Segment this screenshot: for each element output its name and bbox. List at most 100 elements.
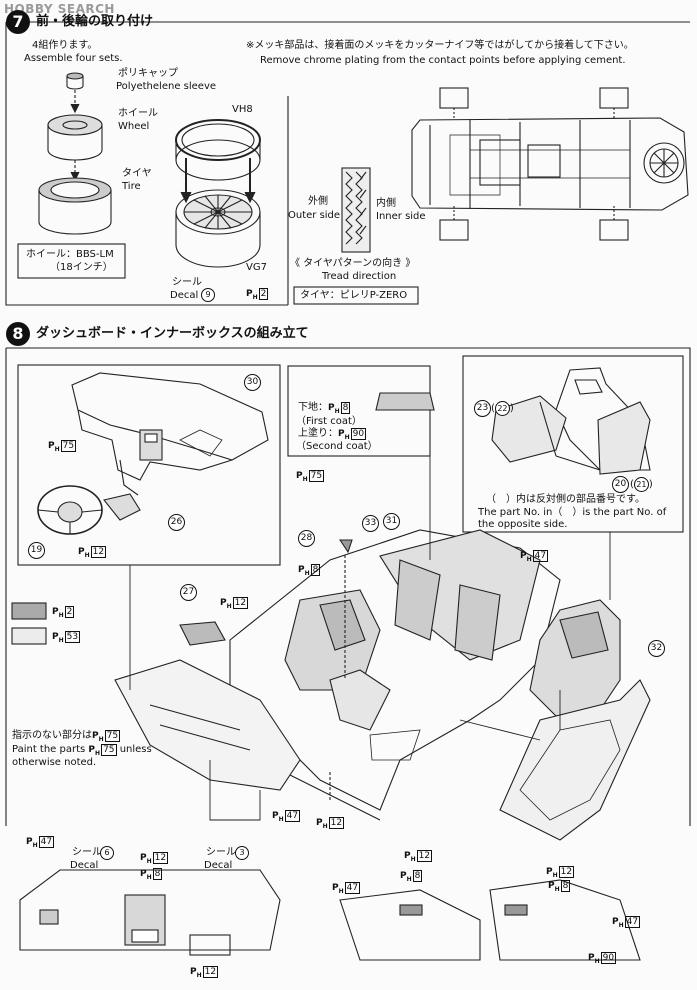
polycap-label-jp: ポリキャップ: [118, 68, 178, 79]
inner-side-en: Inner side: [376, 211, 426, 222]
vh8-rim-illustration: [175, 119, 261, 181]
inner-side-jp: 内側: [376, 198, 396, 209]
vh8-label: VH8: [232, 104, 253, 115]
four-sets-jp: 4組作ります。: [32, 40, 98, 51]
polycap-illustration: [66, 72, 84, 90]
outer-side-en: Outer side: [288, 210, 341, 221]
chrome-note-jp: ※メッキ部品は、接着面のメッキをカッターナイフ等ではがしてから接着して下さい。: [246, 40, 634, 51]
decal-6-callout: 6: [100, 846, 114, 860]
dashboard-illustration: [71, 372, 269, 496]
interior-tub-illustration: [229, 529, 561, 821]
opposite-note-en1: The part No. in（ ）is the part No. of: [478, 507, 667, 518]
chrome-note-en: Remove chrome plating from the contact p…: [260, 55, 626, 66]
part-30-callout: 30: [244, 374, 261, 391]
second-coat-en: （Second coat）: [296, 441, 378, 452]
wheel-spec-jp: ホイール：BBS-LM: [26, 249, 114, 260]
polycap-label-en: Polyethelene sleeve: [116, 81, 217, 92]
tire-label-jp: タイヤ: [122, 168, 152, 179]
chassis-illustration: [411, 87, 689, 241]
tire-label-en: Tire: [122, 181, 141, 192]
tread-direction-en: Tread direction: [322, 271, 397, 282]
vg7-wheel-illustration: [175, 189, 261, 268]
dash-detail-illustration: [19, 869, 281, 956]
decal3-label-en: Decal: [204, 860, 233, 871]
steering-wheel-illustration: [37, 485, 141, 535]
step-number-7: 7: [6, 10, 30, 34]
part-22-callout: (22): [491, 401, 514, 416]
decal-label-jp: シール: [172, 277, 202, 288]
wheel-spec-box: [17, 243, 126, 279]
wheel-label-en: Wheel: [118, 121, 150, 132]
color-swatch-53: [11, 627, 47, 645]
part-23-callout: 23: [474, 400, 491, 417]
wheel-spec-size: （18インチ）: [50, 262, 113, 273]
opposite-note-en2: the opposite side.: [478, 519, 568, 530]
part-27-shape: [179, 621, 226, 646]
step7-title: 前・後輪の取り付け: [36, 14, 154, 29]
part-28-shape: [338, 539, 353, 554]
coat-info-box: [287, 365, 431, 457]
part-28-callout: 28: [298, 530, 315, 547]
dashboard-panel-box: [17, 364, 281, 566]
unless-note-en3: otherwise noted.: [12, 757, 97, 768]
step7-frame: [5, 22, 288, 306]
rear-right-seat-illustration: [529, 599, 621, 721]
four-sets-en: Assemble four sets.: [24, 53, 123, 64]
assembly-guide-lines: [129, 456, 611, 821]
wheel-illustration: [47, 114, 103, 161]
door-detail-illustration: [339, 879, 641, 961]
watermark-logo: HOBBY SEARCH: [4, 2, 115, 16]
decal-label-en: Decal: [170, 290, 199, 301]
step-number-8: 8: [6, 322, 30, 346]
tire-illustration: [38, 177, 112, 235]
wheel-label-jp: ホイール: [118, 108, 158, 119]
vg7-label: VG7: [246, 262, 267, 273]
part-19-callout: 19: [28, 542, 45, 559]
decal3-label-jp: シール: [206, 847, 236, 858]
part-32-callout: 32: [648, 640, 665, 657]
decal6-label-en: Decal: [70, 860, 99, 871]
tire-brand-label: タイヤ：ピレリP-ZERO: [300, 290, 408, 301]
step8-title: ダッシュボード・インナーボックスの組み立て: [36, 326, 309, 341]
first-coat-en: （First coat）: [296, 416, 362, 427]
outer-side-jp: 外側: [308, 196, 328, 207]
part-26-callout: 26: [168, 514, 185, 531]
tire-brand-box: [293, 286, 419, 305]
color-swatch-2: [11, 602, 47, 620]
coat-sample-part: [375, 392, 435, 411]
part-21-callout: (21): [630, 477, 653, 492]
decal-number-circle: 9: [201, 288, 215, 302]
tread-direction-jp: 《 タイヤパターンの向き 》: [290, 258, 416, 269]
paint-code-value: 2: [258, 288, 269, 300]
part-33-callout: 33: [362, 515, 379, 532]
part-20-callout: 20: [612, 476, 629, 493]
tread-pattern-illustration: [341, 167, 371, 253]
part-31-callout: 31: [383, 513, 400, 530]
step8-frame: [5, 347, 691, 826]
